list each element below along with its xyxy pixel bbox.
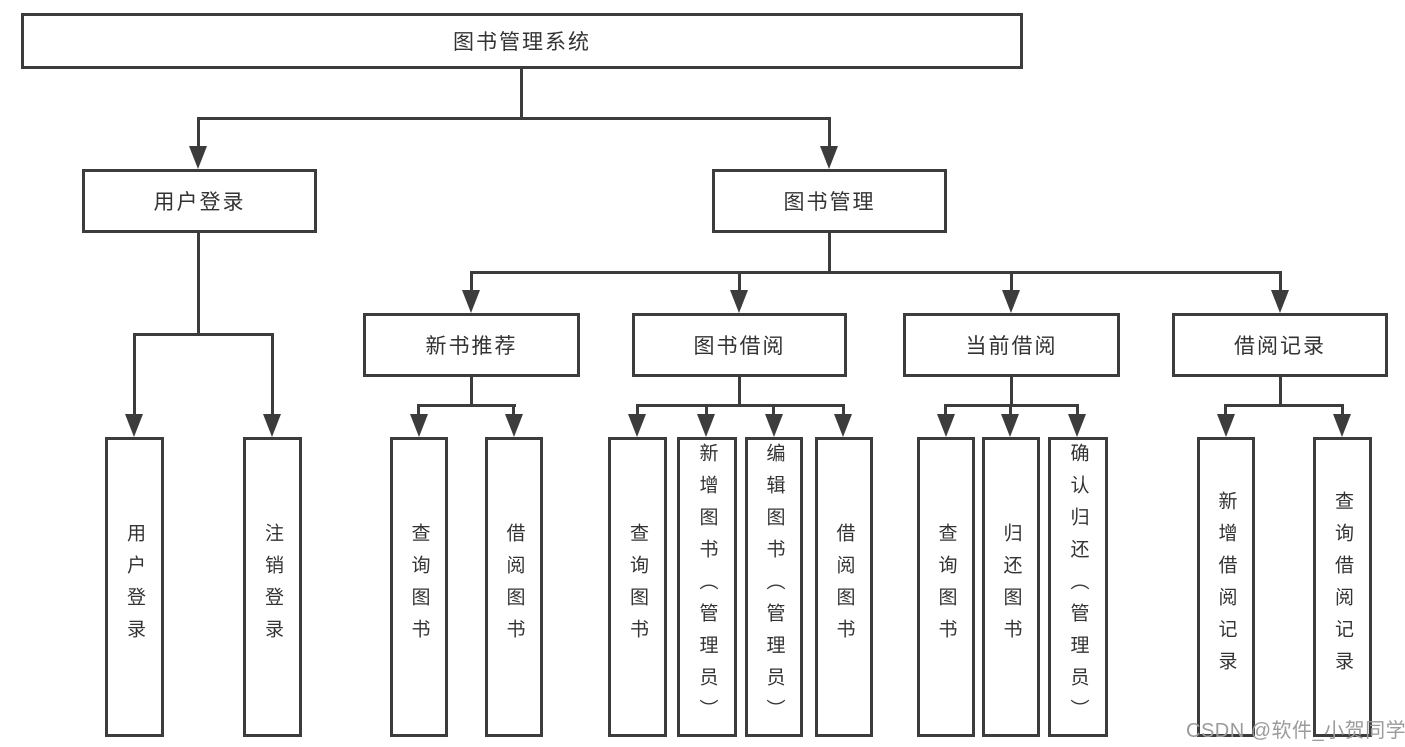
- node-current-borrow-label: 当前借阅: [965, 335, 1058, 358]
- connector-line: [1224, 404, 1344, 407]
- connector-line: [1010, 376, 1013, 407]
- leaf-logout: 注销登录: [243, 437, 302, 737]
- connector-line: [470, 271, 1282, 274]
- connector-line: [133, 335, 136, 415]
- leaf-bb-borrow-books: 借阅图书: [815, 437, 873, 737]
- connector-line: [1279, 273, 1282, 292]
- leaf-bb-add-books: 新增图书（管理员）: [677, 437, 737, 737]
- arrowhead-icon: [1068, 414, 1086, 437]
- connector-line: [828, 119, 831, 149]
- arrowhead-icon: [834, 414, 852, 437]
- node-root-label: 图书管理系统: [453, 31, 591, 54]
- leaf-cb-confirm-return: 确认归还（管理员）: [1048, 437, 1108, 737]
- leaf-br-add-record-label: 新增借阅记录: [1215, 491, 1237, 683]
- arrowhead-icon: [462, 290, 480, 313]
- node-root: 图书管理系统: [21, 13, 1023, 69]
- leaf-cb-return-books: 归还图书: [982, 437, 1040, 737]
- connector-line: [944, 406, 947, 416]
- leaf-nbr-query-books-label: 查询图书: [408, 523, 430, 651]
- node-book-borrow: 图书借阅: [632, 313, 847, 377]
- connector-line: [636, 404, 845, 407]
- arrowhead-icon: [125, 414, 143, 437]
- connector-line: [1279, 376, 1282, 407]
- arrowhead-icon: [505, 414, 523, 437]
- connector-line: [133, 333, 274, 336]
- connector-line: [636, 406, 639, 416]
- node-current-borrow: 当前借阅: [903, 313, 1120, 377]
- connector-line: [470, 273, 473, 292]
- leaf-br-query-record-label: 查询借阅记录: [1332, 491, 1353, 683]
- connector-line: [271, 335, 274, 415]
- connector-line: [197, 119, 200, 149]
- connector-line: [1076, 406, 1079, 416]
- connector-line: [705, 406, 708, 416]
- node-borrow-records: 借阅记录: [1172, 313, 1388, 377]
- leaf-nbr-query-books: 查询图书: [390, 437, 448, 737]
- node-new-book-rec: 新书推荐: [363, 313, 580, 377]
- leaf-logout-label: 注销登录: [262, 523, 283, 651]
- connector-line: [417, 406, 420, 416]
- leaf-cb-query-books-label: 查询图书: [935, 523, 957, 651]
- node-new-book-rec-label: 新书推荐: [425, 335, 518, 358]
- leaf-bb-query-books: 查询图书: [608, 437, 667, 737]
- connector-line: [520, 68, 523, 119]
- leaf-bb-add-books-label: 新增图书（管理员）: [696, 443, 718, 731]
- arrowhead-icon: [263, 414, 281, 437]
- arrowhead-icon: [730, 290, 748, 313]
- leaf-cb-query-books: 查询图书: [917, 437, 975, 737]
- arrowhead-icon: [820, 146, 838, 169]
- leaf-bb-edit-books-label: 编辑图书（管理员）: [763, 443, 785, 731]
- arrowhead-icon: [697, 414, 715, 437]
- arrowhead-icon: [937, 414, 955, 437]
- connector-line: [738, 273, 741, 292]
- connector-line: [828, 232, 831, 273]
- watermark: CSDN @软件_小贺同学: [1186, 720, 1405, 742]
- leaf-user-login-label: 用户登录: [124, 523, 145, 651]
- arrowhead-icon: [1333, 414, 1351, 437]
- arrowhead-icon: [628, 414, 646, 437]
- node-book-management-label: 图书管理: [783, 191, 876, 214]
- arrowhead-icon: [1001, 414, 1019, 437]
- arrowhead-icon: [410, 414, 428, 437]
- node-user-login: 用户登录: [82, 169, 317, 233]
- arrowhead-icon: [1002, 290, 1020, 313]
- arrowhead-icon: [765, 414, 783, 437]
- connector-line: [512, 406, 515, 416]
- leaf-br-query-record: 查询借阅记录: [1313, 437, 1372, 737]
- leaf-bb-borrow-books-label: 借阅图书: [833, 523, 855, 651]
- node-borrow-records-label: 借阅记录: [1234, 335, 1326, 358]
- node-book-management: 图书管理: [712, 169, 947, 233]
- connector-line: [197, 232, 200, 336]
- leaf-bb-edit-books: 编辑图书（管理员）: [745, 437, 803, 737]
- connector-line: [842, 406, 845, 416]
- connector-line: [772, 406, 775, 416]
- node-book-borrow-label: 图书借阅: [693, 335, 786, 358]
- leaf-nbr-borrow-books-label: 借阅图书: [503, 523, 525, 651]
- connector-line: [944, 404, 1079, 407]
- arrowhead-icon: [1271, 290, 1289, 313]
- connector-line: [1341, 406, 1344, 416]
- connector-line: [1224, 406, 1227, 416]
- connector-line: [470, 376, 473, 407]
- arrowhead-icon: [189, 146, 207, 169]
- arrowhead-icon: [1217, 414, 1235, 437]
- connector-line: [197, 117, 831, 120]
- connector-line: [417, 404, 516, 407]
- leaf-cb-return-books-label: 归还图书: [1000, 523, 1022, 651]
- node-user-login-label: 用户登录: [153, 191, 246, 214]
- leaf-bb-query-books-label: 查询图书: [627, 523, 648, 651]
- leaf-nbr-borrow-books: 借阅图书: [485, 437, 543, 737]
- connector-line: [738, 376, 741, 407]
- connector-line: [1009, 406, 1012, 416]
- leaf-br-add-record: 新增借阅记录: [1197, 437, 1255, 737]
- connector-line: [1010, 273, 1013, 292]
- leaf-user-login: 用户登录: [105, 437, 164, 737]
- leaf-cb-confirm-return-label: 确认归还（管理员）: [1067, 443, 1089, 731]
